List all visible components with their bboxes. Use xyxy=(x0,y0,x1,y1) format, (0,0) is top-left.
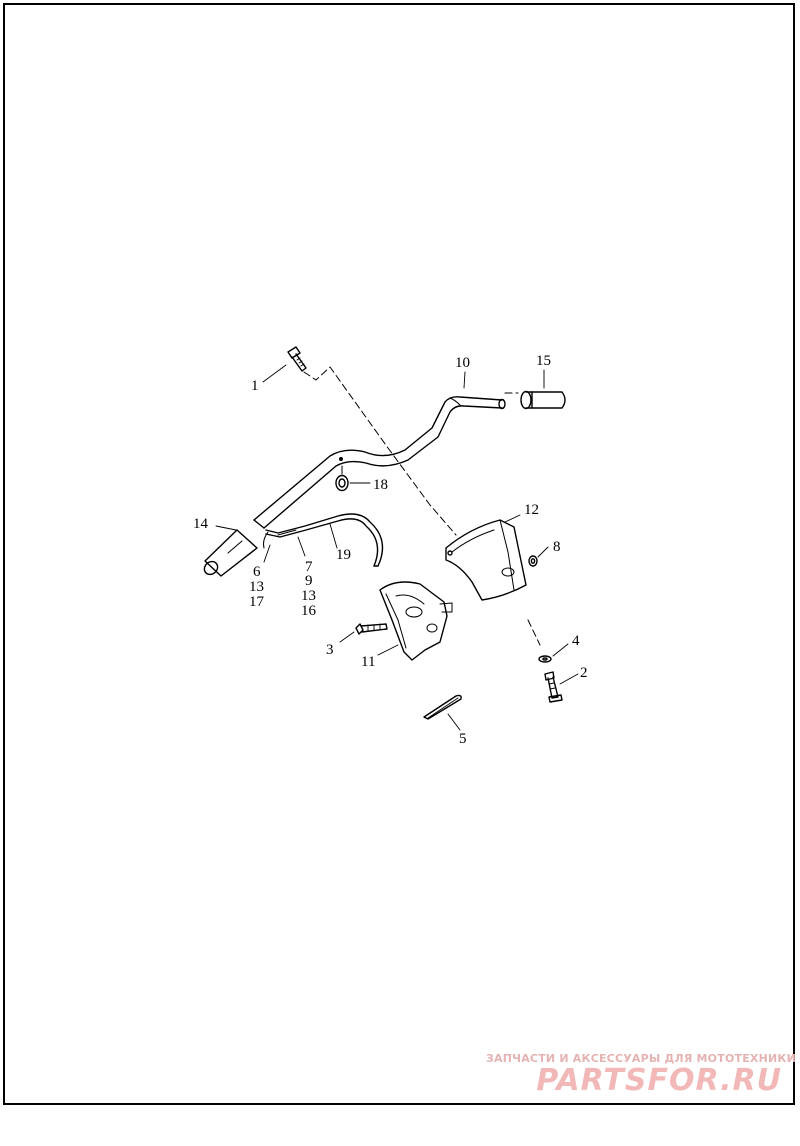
callout-17: 17 xyxy=(249,594,265,610)
callout-15: 15 xyxy=(536,353,551,369)
bracket-part-11[interactable] xyxy=(379,581,453,661)
callout-3: 3 xyxy=(326,642,334,658)
bolt-part-1[interactable] xyxy=(287,346,307,372)
callout-1: 1 xyxy=(251,378,259,394)
callout-6: 6 xyxy=(253,564,261,580)
watermark-logo[interactable]: PARTSFOR.RU xyxy=(536,1063,782,1098)
callout-2: 2 xyxy=(580,665,588,681)
callout-16: 16 xyxy=(301,603,317,619)
callout-9: 9 xyxy=(305,573,313,589)
grip-part-14[interactable] xyxy=(202,529,258,577)
callout-14: 14 xyxy=(193,516,209,532)
callout-5: 5 xyxy=(459,731,467,747)
handlebar-part-10[interactable] xyxy=(253,396,506,529)
callout-12: 12 xyxy=(524,502,539,518)
clip-part-18[interactable] xyxy=(335,465,349,492)
cover-part-12[interactable] xyxy=(445,519,527,601)
leader-lines xyxy=(215,364,579,731)
assembly-leader-dashed-lower xyxy=(504,392,541,646)
page-border xyxy=(3,3,795,1105)
callout-10: 10 xyxy=(455,355,470,371)
screw-part-3[interactable] xyxy=(355,623,388,635)
watermark-tagline: ЗАПЧАСТИ И АКСЕССУАРЫ ДЛЯ МОТОТЕХНИКИ xyxy=(486,1052,796,1065)
callout-7: 7 xyxy=(305,559,313,575)
callout-19: 19 xyxy=(336,547,351,563)
grip-part-15[interactable] xyxy=(520,390,566,410)
callout-11: 11 xyxy=(361,654,375,670)
cotter-pin-part-5[interactable] xyxy=(423,694,462,720)
callout-4: 4 xyxy=(572,633,580,649)
assembly-leader-dashed xyxy=(303,366,457,536)
wiring-part-19[interactable] xyxy=(263,513,384,567)
callout-13a: 13 xyxy=(249,579,264,595)
callout-8: 8 xyxy=(553,539,561,555)
bolt-part-2[interactable] xyxy=(544,671,563,703)
washer-part-8[interactable] xyxy=(528,555,538,567)
washer-part-4[interactable] xyxy=(538,655,552,663)
callout-18: 18 xyxy=(373,477,388,493)
callout-13b: 13 xyxy=(301,588,316,604)
